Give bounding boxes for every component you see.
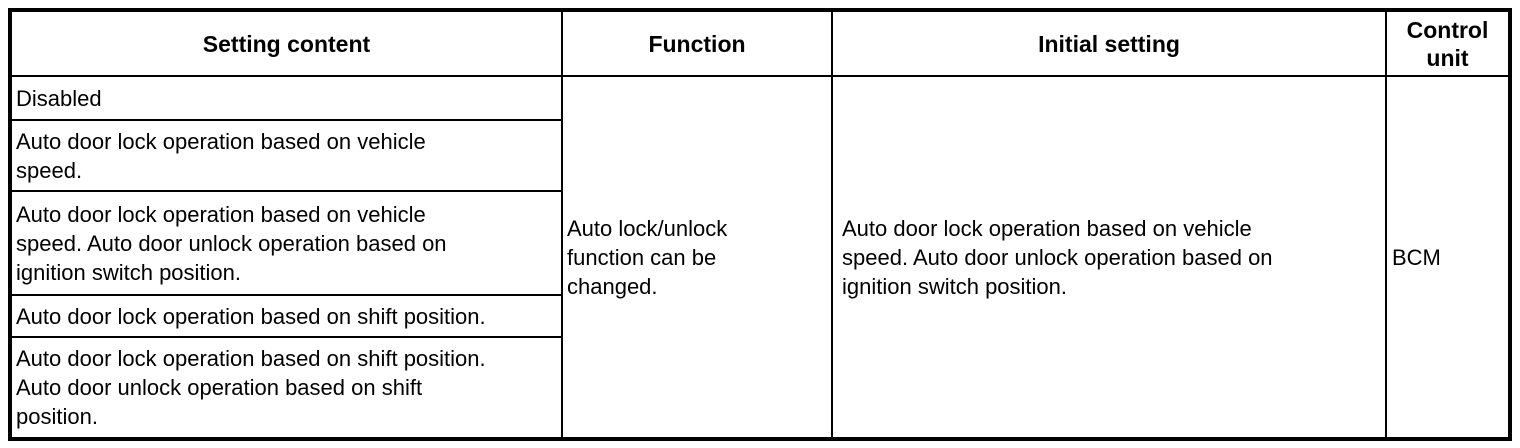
setting-option-shift-position-unlock: Auto door lock operation based on shift … [9,336,563,440]
auto-lock-settings-table: Setting content Function Initial setting… [8,8,1512,441]
control-unit-cell: BCM [1385,75,1511,440]
table-row: Auto door lock operation based on shift … [9,294,1510,338]
header-control-unit: Control unit [1385,9,1511,77]
table-row: Auto door lock operation based on shift … [9,336,1510,440]
header-function: Function [561,9,833,77]
table-row: Auto door lock operation based on vehicl… [9,190,1510,296]
setting-option-disabled: Disabled [9,75,563,121]
function-cell: Auto lock/unlock function can be changed… [561,75,833,440]
header-initial-setting: Initial setting [831,9,1387,77]
setting-option-vehicle-speed: Auto door lock operation based on vehicl… [9,119,563,192]
table-row: Disabled Auto lock/unlock function can b… [9,75,1511,440]
setting-option-vehicle-speed-ignition: Auto door lock operation based on vehicl… [9,190,563,296]
header-row: Setting content Function Initial setting… [9,9,1511,77]
table-row: Auto door lock operation based on vehicl… [9,119,1510,192]
initial-setting-cell: Auto door lock operation based on vehicl… [831,75,1387,440]
setting-option-shift-position: Auto door lock operation based on shift … [9,294,563,338]
header-setting-content: Setting content [9,9,563,77]
